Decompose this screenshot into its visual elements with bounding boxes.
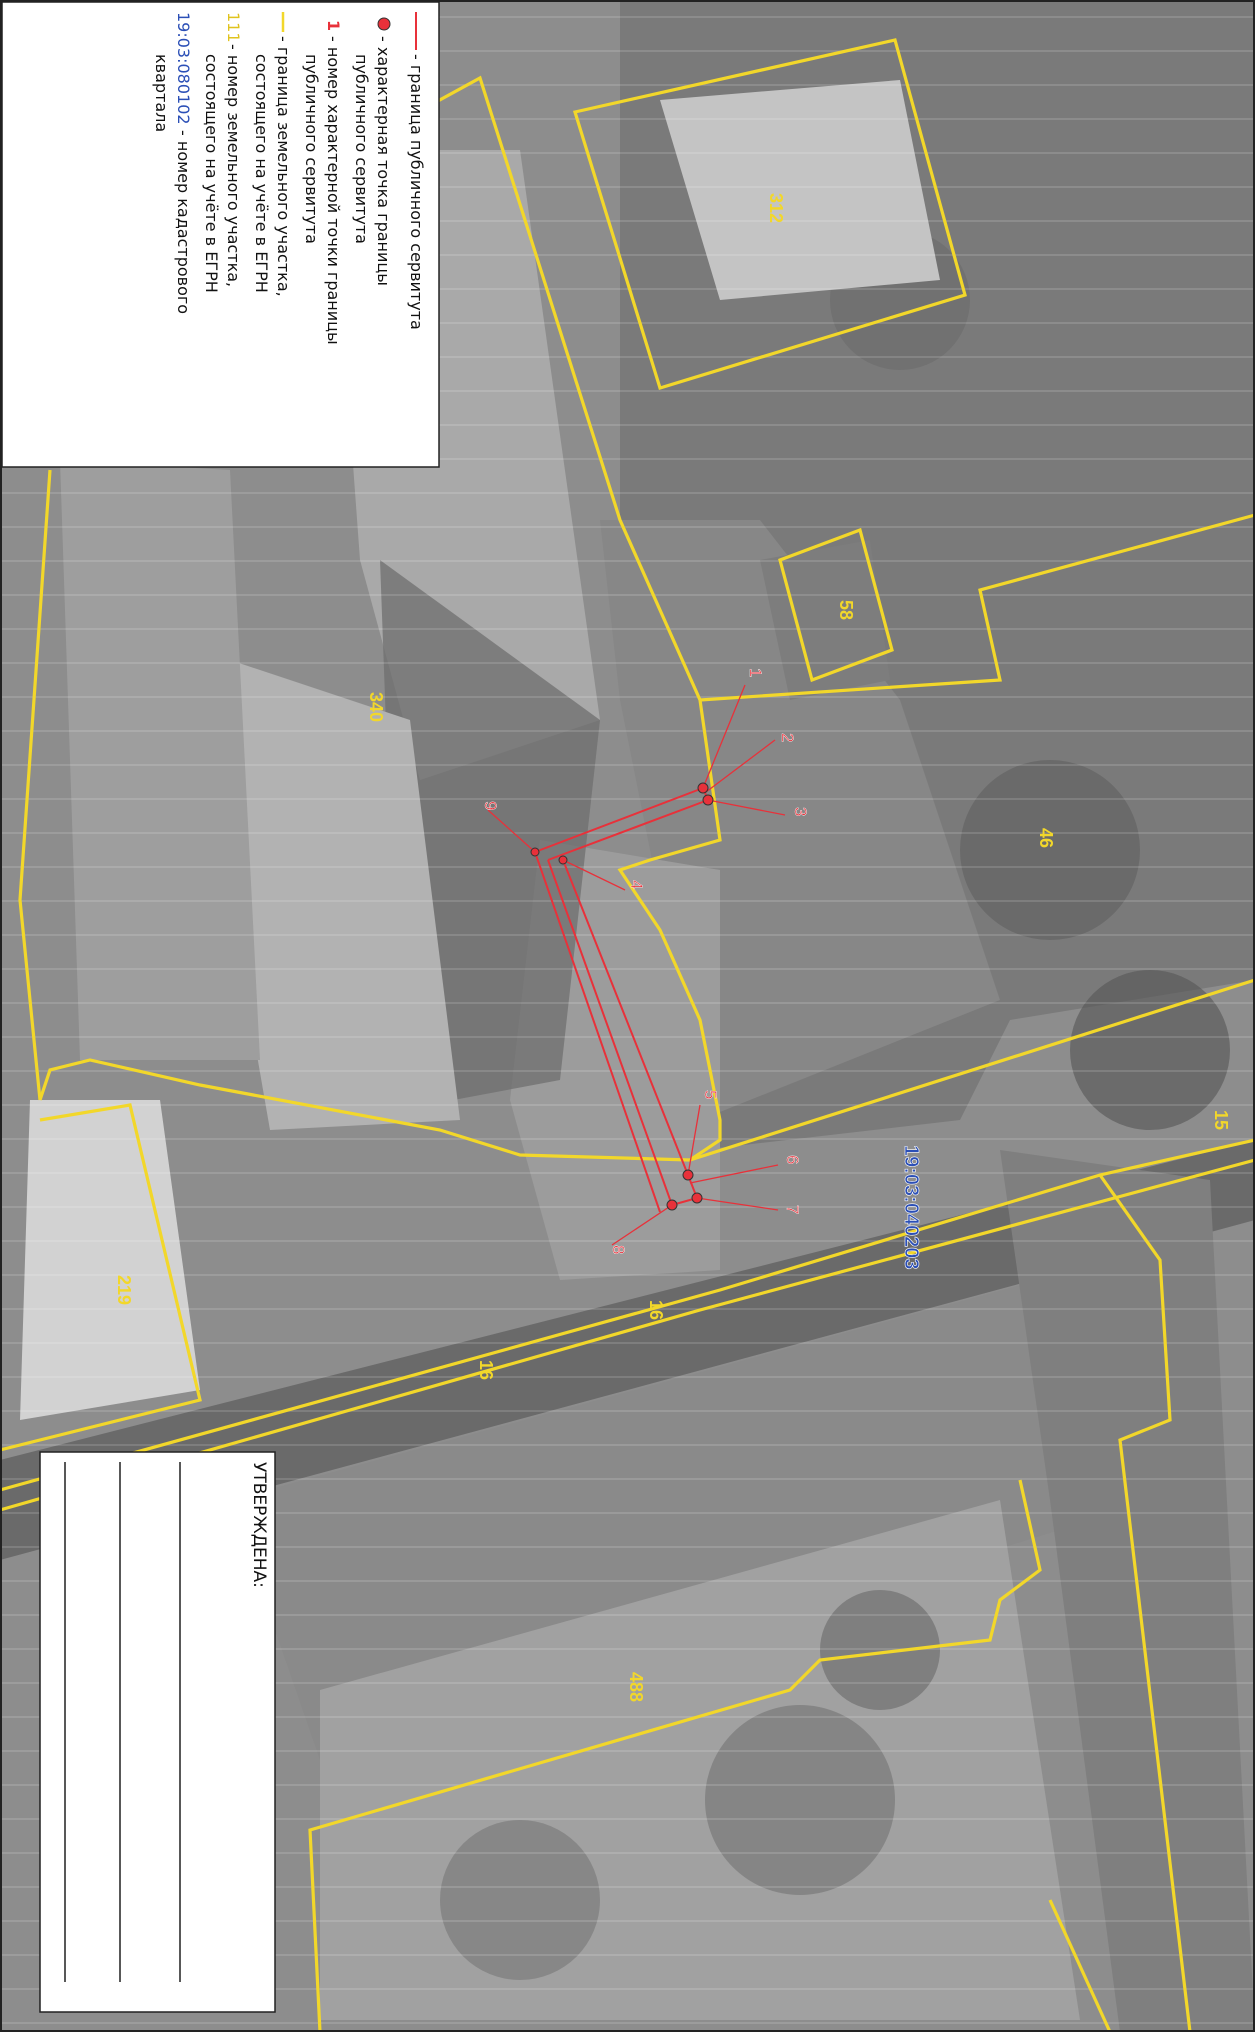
legend-red-dot-icon: [377, 17, 391, 31]
point-label: 9: [481, 801, 500, 810]
parcel-label: 219: [114, 1275, 134, 1305]
servitude-point: [666, 1199, 678, 1211]
parcel-lower-boundary: [1048, 1899, 1112, 2032]
servitude-point-labels: 1 2 3 4 5 6 7 8 9: [481, 668, 810, 1255]
parcel-488-boundary: [308, 1479, 1042, 2032]
point-label: 4: [627, 880, 646, 889]
parcel-labels: 312 58 46 340 15 219 488 16 16: [114, 193, 1231, 1702]
parcel-340-boundary: [38, 0, 722, 1162]
point-label: 6: [783, 1155, 802, 1164]
legend-entry-point-number-2: публичного сервитута: [302, 54, 321, 244]
parcel-label: 312: [766, 193, 786, 223]
parcel-219-boundary: [0, 1103, 202, 1452]
parcel-label: 15: [1211, 1110, 1231, 1130]
legend-entry-quarter-number-2: квартала: [152, 54, 171, 132]
legend-blue-number-sample: 19:03:080102: [174, 12, 193, 125]
parcel-58-boundary: [778, 527, 894, 683]
parcel-312-boundary: [572, 38, 967, 390]
parcel-label: 58: [836, 600, 856, 620]
legend-entry-parcel-number-2: состоящего на учёте в ЕГРН: [202, 54, 221, 293]
servitude-points: [530, 782, 714, 1211]
road-parcel-boundary-2: [0, 1158, 1255, 1512]
approval-box: УТВЕРЖДЕНА:: [39, 1451, 276, 2013]
parcel-left-boundary: [18, 469, 52, 1101]
parcel-label: 16: [646, 1300, 666, 1320]
point-label: 1: [746, 668, 765, 677]
legend-entry-parcel-line: - граница земельного участка,: [274, 36, 293, 297]
parcel-16-boundary: [1098, 1174, 1192, 2032]
approval-title: УТВЕРЖДЕНА:: [249, 1462, 269, 1588]
point-label: 3: [791, 807, 810, 816]
point-label: 8: [609, 1245, 628, 1254]
parcel-label: 46: [1036, 828, 1056, 848]
servitude-point: [702, 794, 714, 806]
legend-entry-parcel-number: - номер земельного участка,: [224, 44, 243, 287]
road-parcel-boundary: [0, 1138, 1255, 1492]
legend-entry-quarter-number: - номер кадастрового: [174, 130, 193, 314]
legend-entry-parcel-line-2: состоящего на учёте в ЕГРН: [252, 54, 271, 293]
legend-entry-point-number: - номер характерной точки границы: [324, 36, 343, 345]
parcel-46-boundary: [699, 513, 1255, 702]
servitude-point: [691, 1192, 703, 1204]
parcel-label: 16: [476, 1360, 496, 1380]
point-label: 7: [783, 1205, 802, 1214]
servitude-point: [558, 855, 568, 865]
point-label: 2: [778, 733, 797, 742]
servitude-point: [682, 1169, 694, 1181]
legend-red-number-sample: 1: [324, 20, 343, 31]
servitude-point: [530, 847, 540, 857]
legend-entry-servitude-line: - граница публичного сервитута: [407, 54, 426, 330]
point-label: 5: [701, 1090, 720, 1099]
parcel-46-boundary-lower: [689, 978, 1255, 1162]
legend-entry-point-2: публичного сервитута: [352, 54, 371, 244]
legend: - граница публичного сервитута - характе…: [1, 1, 440, 468]
legend-yellow-number-sample: 111: [224, 12, 243, 43]
legend-entry-point: - характерная точка границы: [374, 36, 393, 286]
servitude-point: [697, 782, 709, 794]
parcel-label: 488: [626, 1672, 646, 1702]
cadastral-quarter-label: 19:03:040203: [900, 1145, 922, 1270]
parcel-label: 340: [366, 692, 386, 722]
